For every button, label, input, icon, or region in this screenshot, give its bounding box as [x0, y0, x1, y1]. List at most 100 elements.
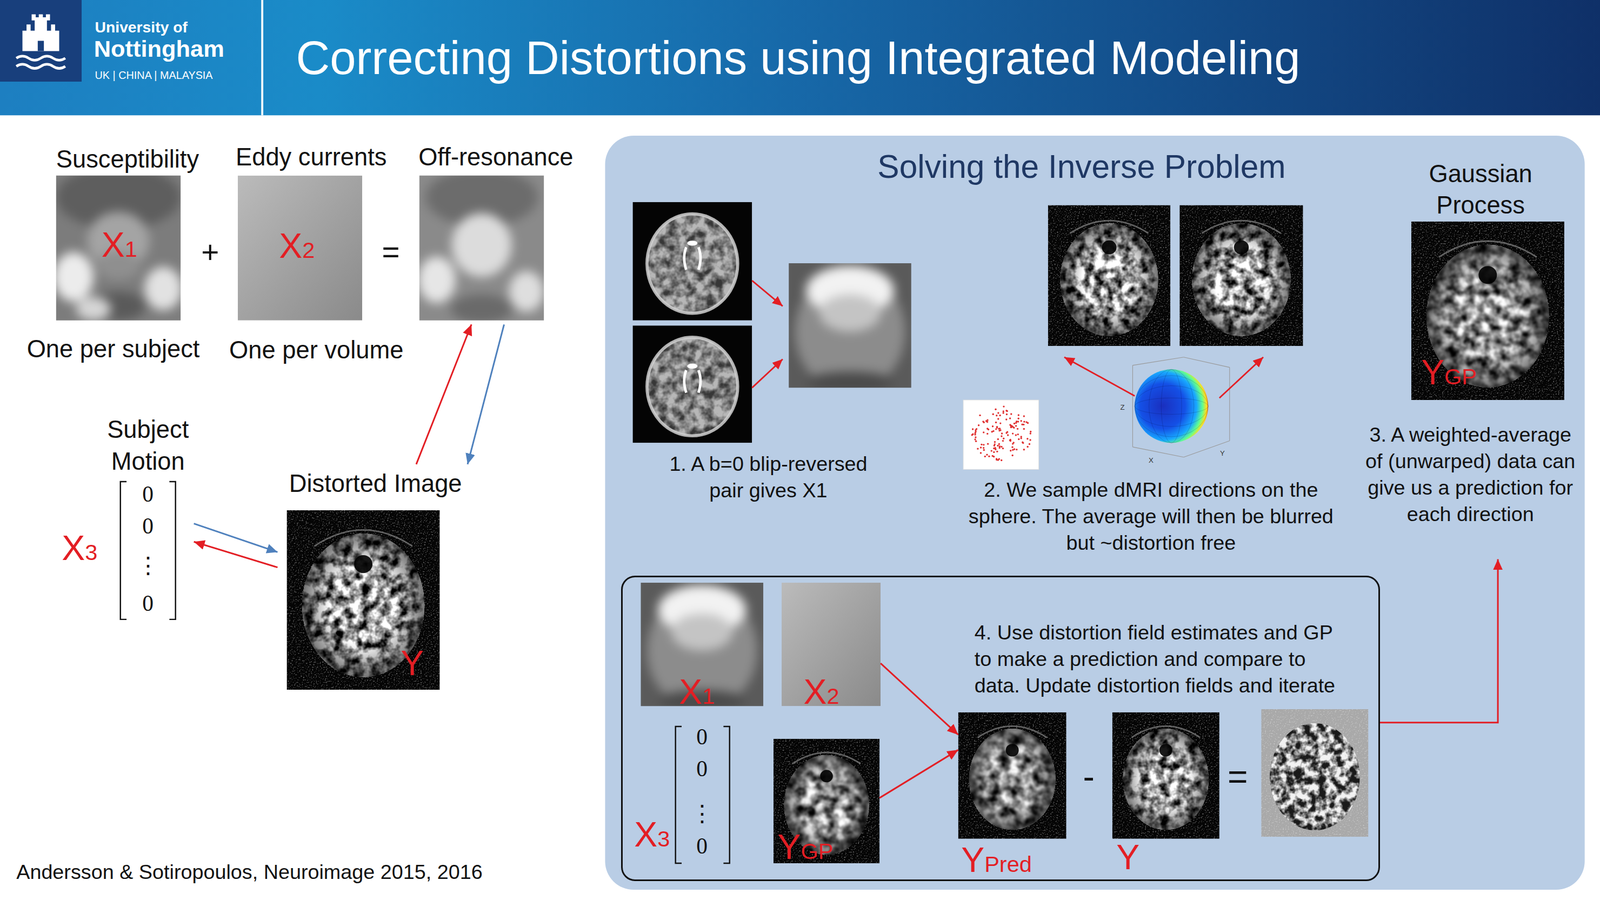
brain-image	[1048, 204, 1171, 346]
b0-image	[632, 325, 752, 443]
brain-image	[286, 510, 440, 690]
direction-samples	[1002, 410, 1005, 412]
b0-image	[632, 325, 752, 443]
direction-samples	[1005, 413, 1008, 416]
direction-samples	[998, 414, 1001, 417]
field-map: X2	[781, 582, 881, 716]
field-map-image	[641, 582, 764, 706]
direction-samples	[1009, 449, 1012, 452]
field-map-image	[56, 175, 181, 321]
connector-arrow	[1378, 558, 1498, 723]
direction-samples	[996, 444, 999, 447]
brain-image	[958, 712, 1067, 839]
direction-samples	[1002, 440, 1004, 442]
symbol-label: X1	[661, 674, 733, 710]
direction-sphere	[1132, 357, 1230, 458]
brain-image	[1411, 221, 1565, 400]
header-bar	[0, 0, 1600, 116]
direction-samples	[982, 443, 985, 446]
vector-bracket	[120, 481, 127, 620]
field-map: SusceptibilityX1One per subject	[22, 141, 205, 368]
direction-samples	[996, 425, 998, 428]
heading: Distorted Image	[277, 468, 473, 500]
direction-sphere	[1132, 357, 1184, 366]
field-map-image	[451, 212, 512, 277]
field-map-image	[76, 297, 111, 321]
vector-entry: 0	[132, 590, 164, 617]
brain-image	[1112, 712, 1220, 839]
brain-image	[958, 712, 1067, 839]
brain-image	[1048, 204, 1171, 346]
gaussian-process-image: Gaussian ProcessYGP3. A weighted-average…	[1352, 152, 1584, 559]
header-bar	[0, 0, 82, 82]
direction-samples	[1017, 420, 1019, 423]
direction-samples	[983, 449, 985, 451]
vector-entry: 0	[132, 481, 164, 508]
direction-samples	[980, 451, 982, 454]
direction-samples	[992, 455, 995, 458]
direction-samples	[992, 412, 995, 415]
direction-sphere	[1132, 447, 1184, 458]
connector-arrow	[416, 324, 472, 465]
header-bar	[0, 0, 1600, 116]
direction-samples	[971, 432, 974, 435]
direction-samples	[1023, 420, 1025, 423]
direction-samples	[1016, 428, 1019, 430]
vector-bracket	[169, 481, 176, 620]
b0-image	[687, 363, 698, 369]
motion-vector: Subject MotionX300⋮0	[56, 410, 195, 627]
direction-sphere	[1132, 365, 1133, 448]
heading: Off-resonance	[414, 141, 578, 174]
field-map-image	[419, 175, 544, 321]
direction-samples	[971, 428, 974, 430]
vector-entry: 0	[686, 833, 718, 860]
direction-samples	[1023, 415, 1025, 417]
direction-samples	[974, 433, 976, 436]
direction-samples	[1002, 411, 1004, 414]
vector-entry: ⋮	[686, 801, 718, 828]
direction-samples	[977, 424, 980, 426]
direction-samples	[1015, 448, 1018, 451]
direction-samples	[1013, 448, 1016, 450]
symbol-label: X1	[58, 227, 182, 263]
direction-samples	[974, 436, 977, 438]
field-map-image	[788, 263, 912, 388]
b0-image	[687, 240, 698, 246]
connector-arrow	[879, 749, 958, 798]
direction-samples	[995, 421, 997, 424]
heading: Susceptibility	[50, 143, 204, 176]
direction-samples	[1028, 443, 1031, 445]
direction-samples	[987, 442, 989, 445]
direction-samples	[1009, 424, 1012, 427]
brain-image	[1048, 204, 1171, 346]
vector-bracket	[723, 726, 730, 864]
direction-samples	[963, 400, 1039, 470]
direction-samples	[1006, 430, 1009, 433]
b0-image	[698, 370, 701, 393]
direction-samples	[980, 446, 982, 449]
direction-samples	[982, 420, 984, 423]
connector-arrow	[467, 324, 505, 465]
direction-samples	[963, 400, 1039, 470]
brain-image	[1411, 221, 1565, 400]
symbol-label: X2	[245, 228, 349, 264]
direction-samples	[1002, 437, 1005, 440]
direction-samples	[1011, 425, 1014, 428]
logo-text: University of	[95, 18, 264, 37]
direction-samples	[997, 438, 999, 440]
field-map-image	[450, 294, 513, 321]
vector-bracket	[675, 726, 682, 864]
direction-samples	[1023, 448, 1025, 451]
castle-logo	[22, 14, 60, 51]
direction-sphere	[1134, 397, 1209, 415]
residual-image	[1261, 709, 1369, 837]
heading: One per subject	[22, 333, 205, 366]
direction-samples	[1017, 438, 1020, 440]
direction-samples	[995, 457, 998, 460]
symbol-label: X3	[56, 530, 104, 566]
logo-text: Nottingham	[94, 35, 263, 63]
direction-samples	[1020, 437, 1023, 439]
residual-image	[1261, 709, 1369, 837]
direction-sphere	[1134, 375, 1209, 437]
